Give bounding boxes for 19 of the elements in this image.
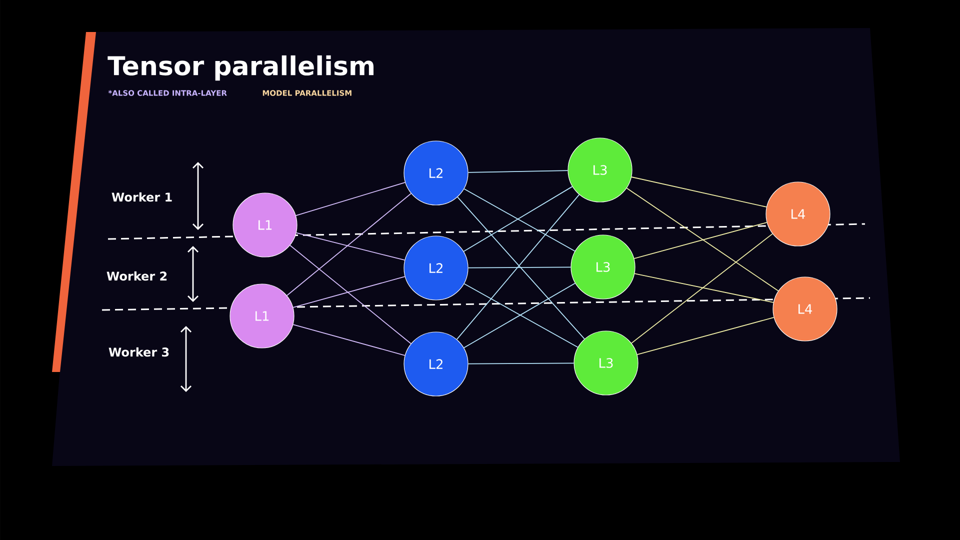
connection-line (286, 193, 412, 296)
connection-line (631, 176, 767, 208)
title: Tensor parallelism (108, 55, 374, 81)
connection-line (292, 324, 406, 356)
connection-line (631, 233, 773, 344)
worker-label: Worker 1 (112, 192, 172, 202)
connection-line (626, 188, 779, 292)
connection-line (634, 222, 768, 259)
connection-line (292, 276, 406, 308)
connection-line (290, 244, 412, 344)
connection-line (296, 232, 406, 261)
connection-line (634, 273, 774, 303)
connection-line (636, 317, 774, 355)
worker-label: Worker 3 (108, 347, 169, 357)
worker-label: Worker 2 (106, 271, 167, 281)
connection-line (468, 170, 568, 173)
connection-line (468, 362, 574, 364)
connection-line (468, 266, 572, 268)
connection-line (295, 182, 406, 216)
